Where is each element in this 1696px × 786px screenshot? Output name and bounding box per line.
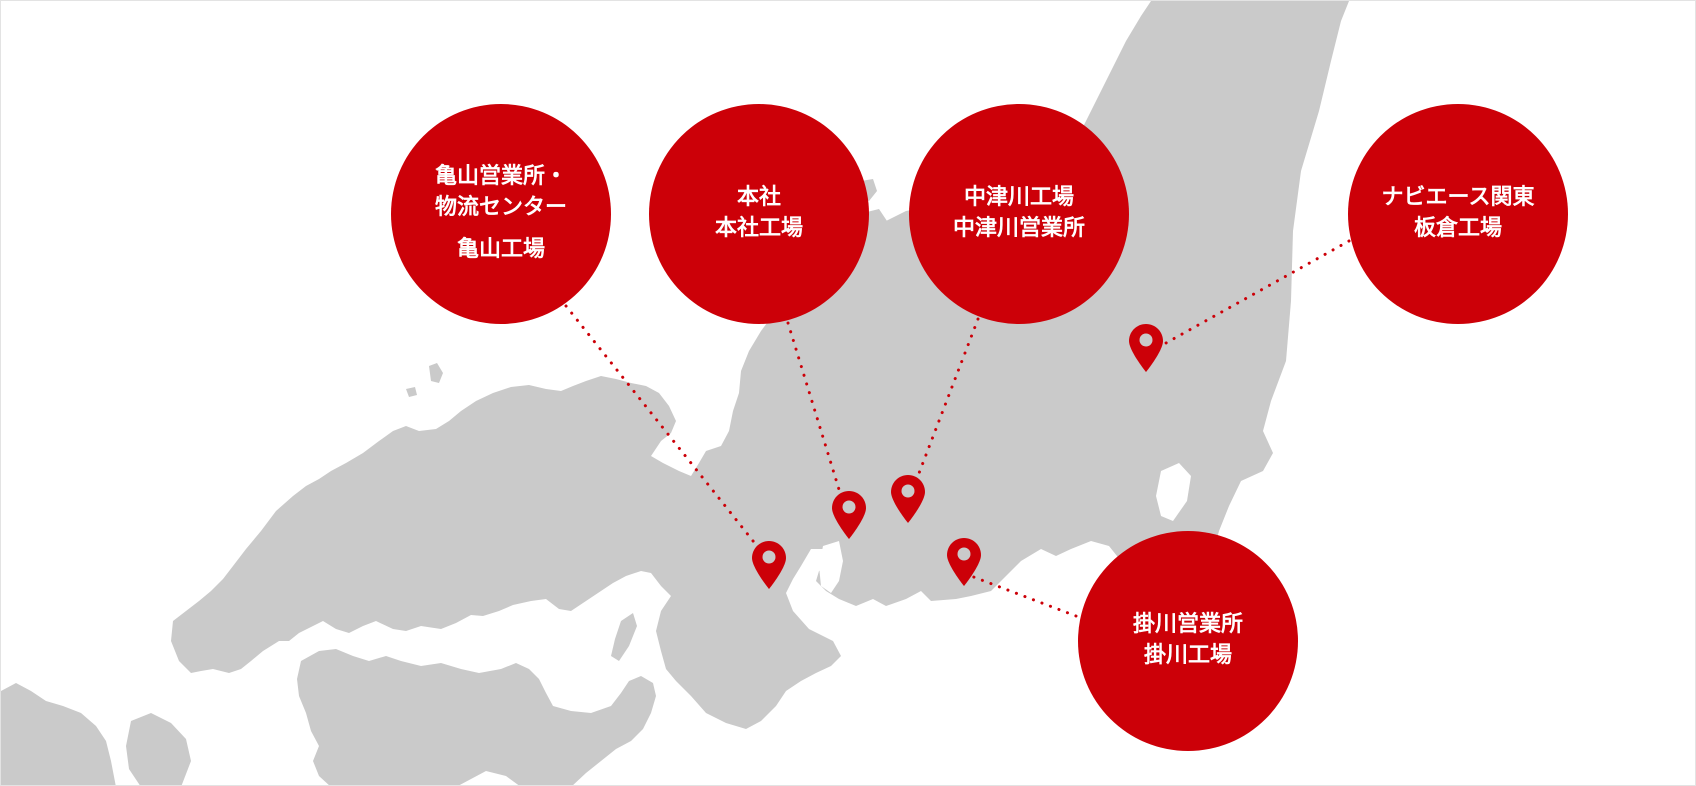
awaji-island — [611, 613, 637, 661]
map-pin-icon[interactable] — [1129, 324, 1163, 372]
location-label: ナビエース関東 — [1381, 185, 1535, 211]
kyushu-landmass — [1, 683, 191, 785]
location-label: 板倉工場 — [1413, 216, 1502, 241]
location-kakegawa[interactable]: 掛川営業所 掛川工場 — [1078, 531, 1298, 751]
location-label: 中津川工場 — [963, 185, 1074, 211]
location-label: 中津川営業所 — [952, 216, 1085, 241]
connector-nakatsugawa — [914, 317, 980, 483]
tokyo-bay — [1156, 463, 1191, 521]
location-label: 物流センター — [434, 194, 567, 220]
map-pin-icon[interactable] — [832, 491, 866, 539]
connector-kanto — [1164, 239, 1351, 345]
map-pin-icon[interactable] — [891, 475, 925, 523]
connector-kakegawa — [969, 574, 1078, 618]
connector-honsha — [786, 321, 843, 498]
location-honsha[interactable]: 本社 本社工場 — [649, 104, 869, 324]
location-label: 本社工場 — [714, 216, 803, 241]
shikoku-landmass — [297, 649, 656, 785]
location-label: 掛川営業所 — [1132, 612, 1243, 638]
location-label: 掛川工場 — [1143, 643, 1232, 668]
connector-lines — [564, 239, 1351, 618]
location-kameyama[interactable]: 亀山営業所・ 物流センター 亀山工場 — [391, 104, 611, 324]
map-pin-icon[interactable] — [947, 538, 981, 586]
location-label: 亀山工場 — [456, 237, 545, 263]
location-nakatsugawa[interactable]: 中津川工場 中津川営業所 — [909, 104, 1129, 324]
location-label: 亀山営業所・ — [434, 163, 567, 189]
location-label: 本社 — [736, 185, 781, 211]
location-naviace-kanto[interactable]: ナビエース関東 板倉工場 — [1348, 104, 1568, 324]
map-pin-icon[interactable] — [752, 541, 786, 589]
oki-islands — [406, 363, 443, 397]
ise-bay — [819, 541, 843, 593]
